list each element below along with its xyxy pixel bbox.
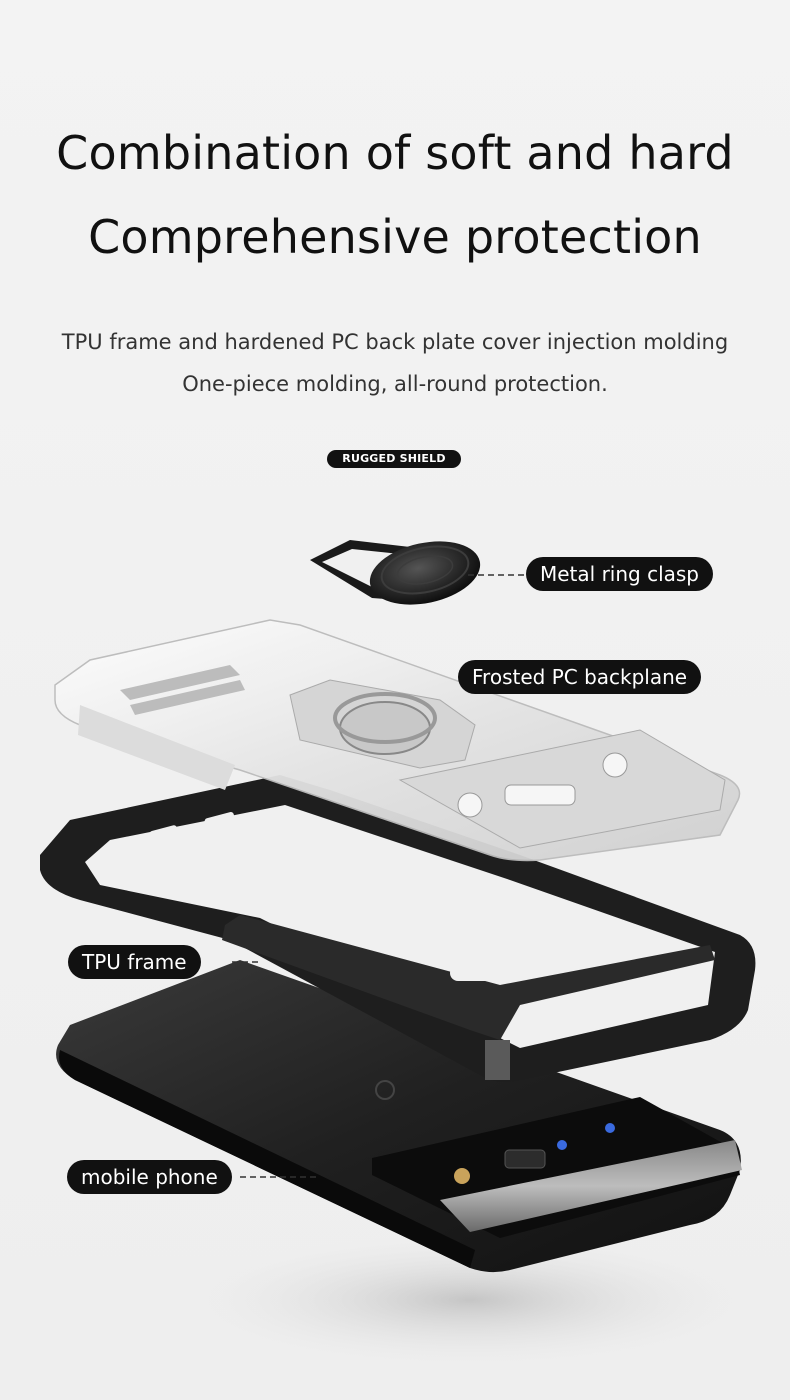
subtitle-line-2: One-piece molding, all-round protection.	[182, 372, 608, 396]
phone-illustration	[56, 960, 742, 1273]
mobile-phone-label: mobile phone	[67, 1160, 232, 1194]
tpu-frame-label: TPU frame	[68, 945, 201, 979]
headline-line-2: Comprehensive protection	[88, 210, 702, 264]
rugged-shield-badge: RUGGED SHIELD	[327, 450, 461, 468]
pc-backplane-illustration	[54, 619, 741, 862]
subtitle-line-1: TPU frame and hardened PC back plate cov…	[61, 330, 729, 354]
frosted-pc-backplane-label: Frosted PC backplane	[458, 660, 702, 694]
metal-ring-clasp-label: Metal ring clasp	[526, 557, 714, 591]
headline-line-1: Combination of soft and hard	[56, 126, 734, 180]
ring-clasp-illustration	[310, 540, 481, 605]
tpu-frame-illustration	[40, 775, 756, 1082]
